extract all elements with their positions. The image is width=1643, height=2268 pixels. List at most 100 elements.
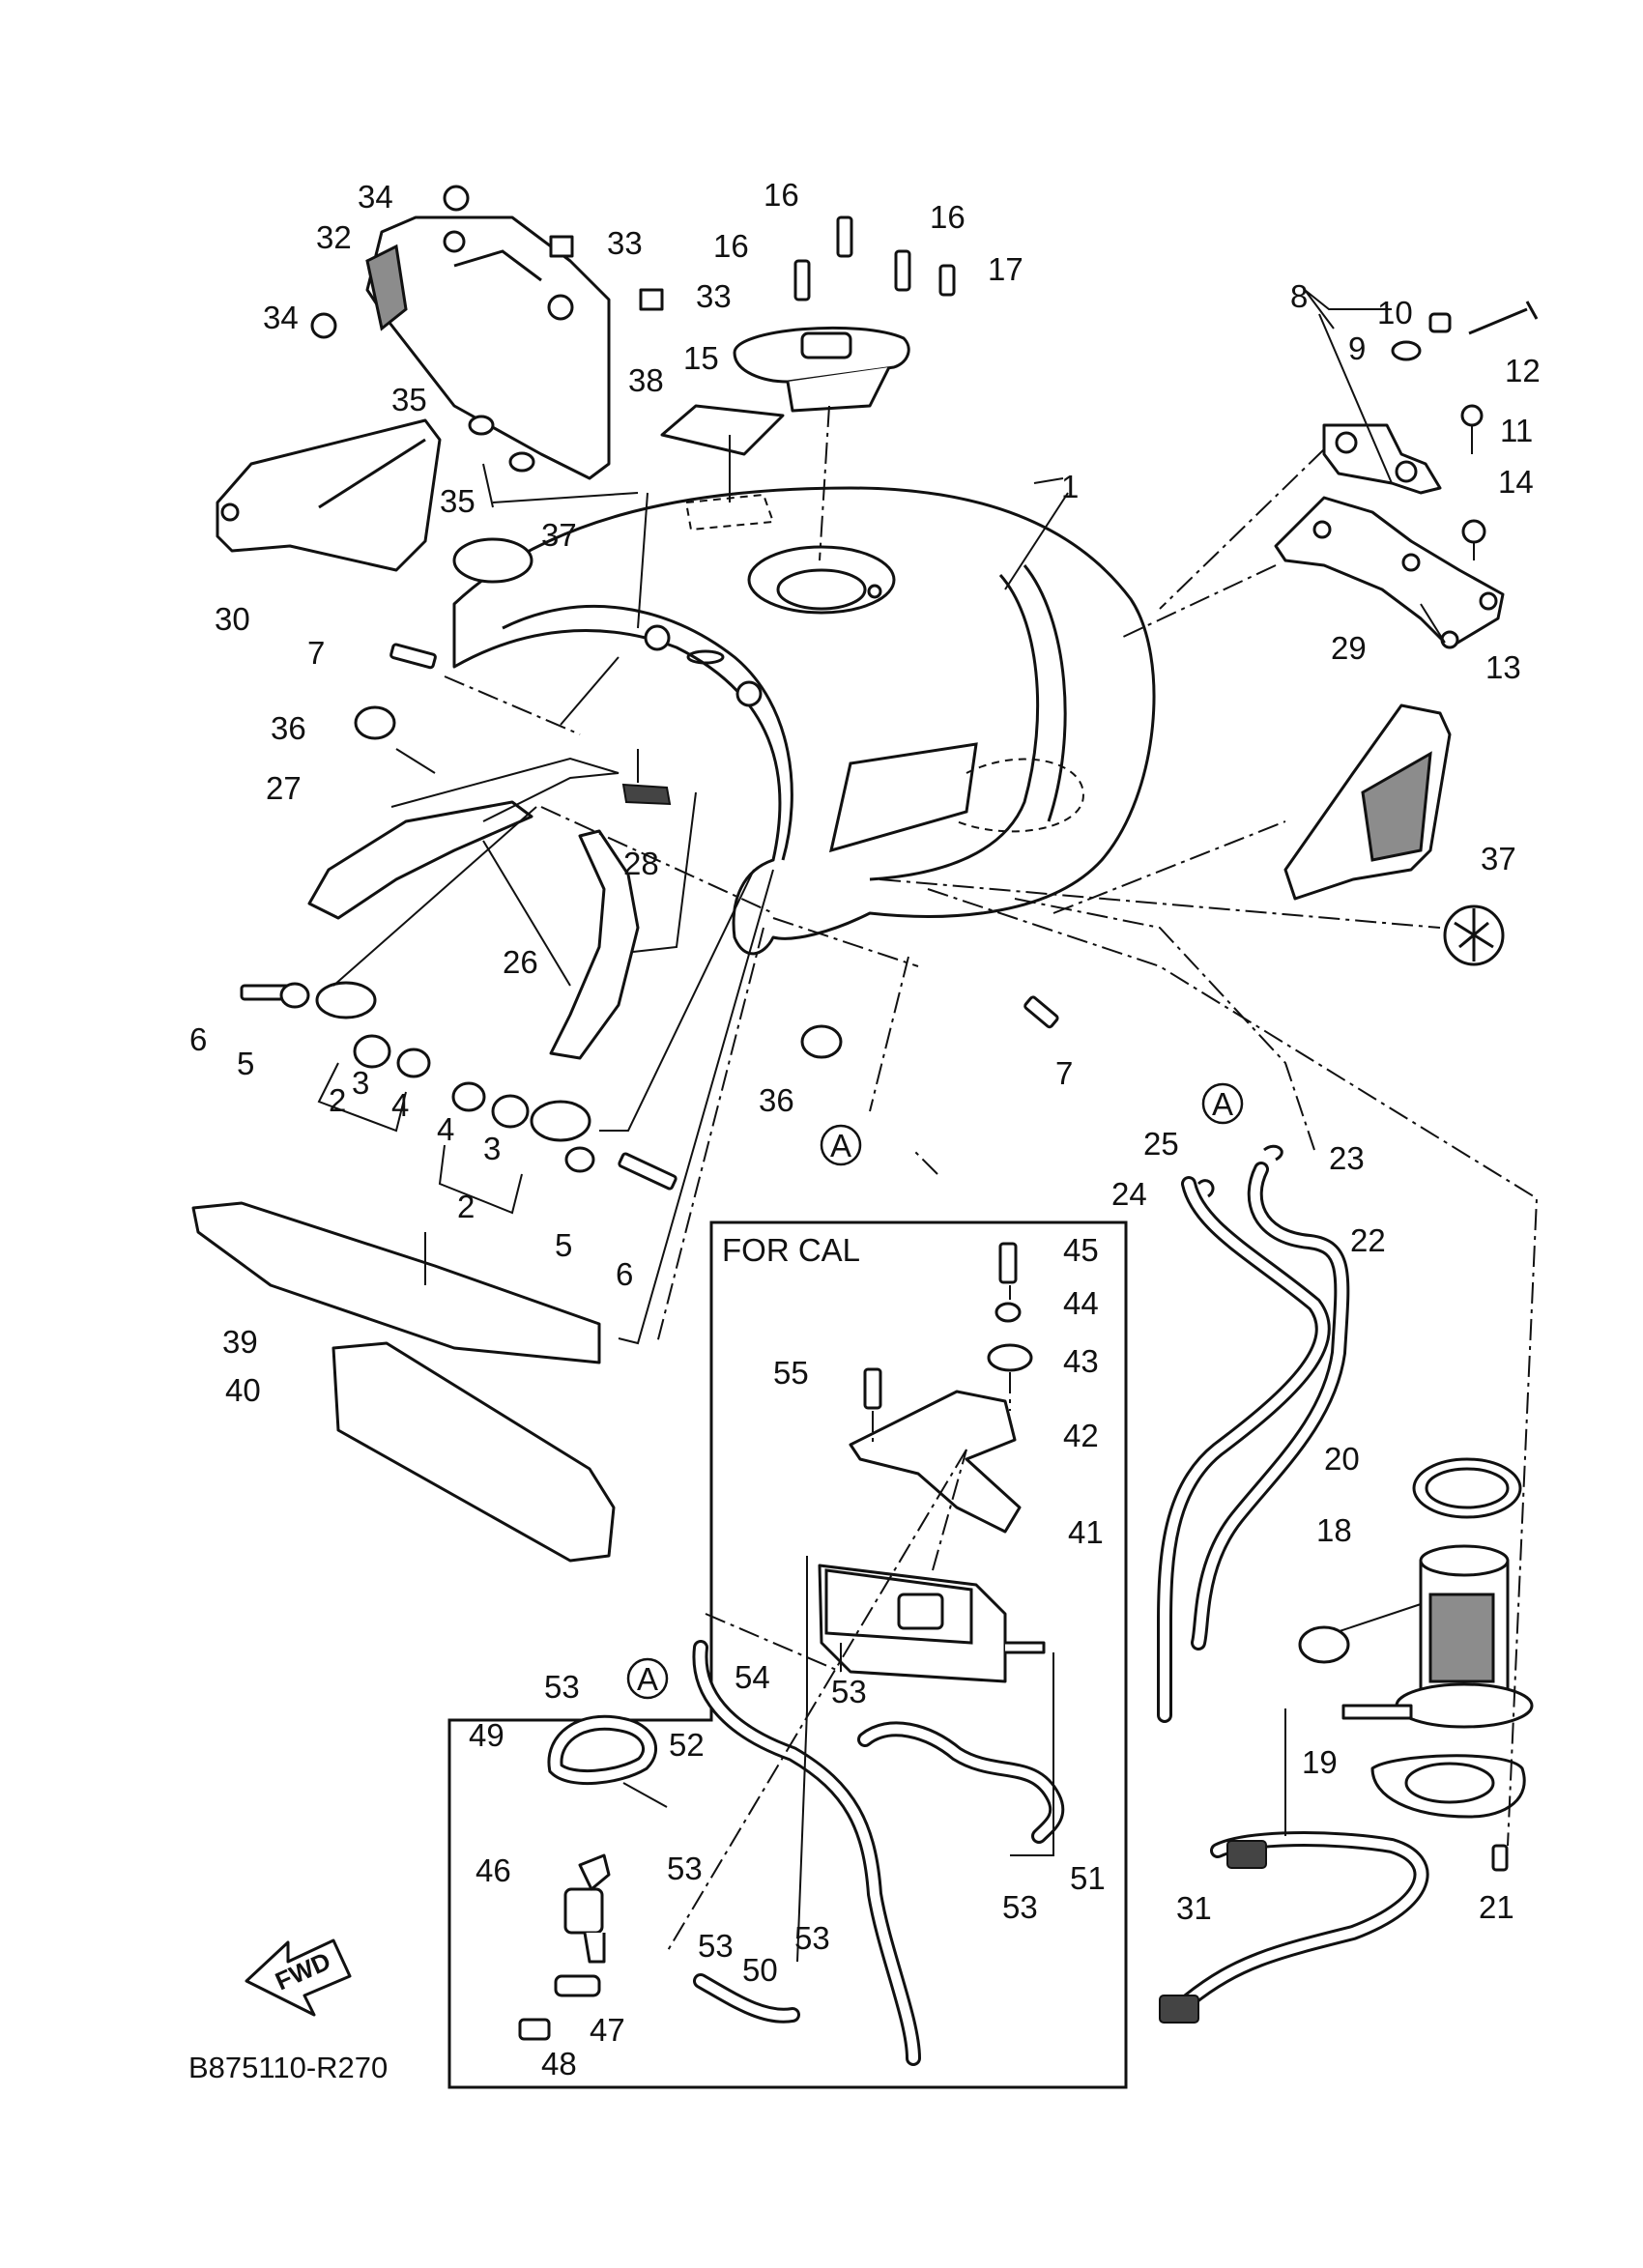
pad-39 <box>191 1201 601 1364</box>
callout-33b: 33 <box>696 278 732 314</box>
callout-42: 42 <box>1063 1418 1099 1453</box>
bolt-45 <box>998 1242 1018 1284</box>
callout-47: 47 <box>590 2012 625 2048</box>
callout-2b: 2 <box>457 1189 475 1224</box>
callout-3b: 3 <box>483 1131 501 1166</box>
callout-30: 30 <box>215 601 250 637</box>
fuel-pump <box>1298 1457 1534 1872</box>
callout-48: 48 <box>541 2046 577 2081</box>
callout-20: 20 <box>1324 1441 1360 1477</box>
callout-13: 13 <box>1485 649 1521 685</box>
callout-5a: 5 <box>237 1046 254 1081</box>
callout-19: 19 <box>1302 1744 1338 1780</box>
callout-37a: 37 <box>541 517 577 553</box>
grommet-43 <box>987 1343 1033 1372</box>
side-cover-right-shade <box>1361 751 1432 862</box>
callout-53a: 53 <box>544 1669 580 1705</box>
callout-41: 41 <box>1068 1514 1104 1550</box>
callout-4a: 4 <box>391 1087 409 1123</box>
callout-17: 17 <box>988 251 1023 287</box>
callout-54: 54 <box>735 1659 770 1695</box>
svg-text:A: A <box>1212 1086 1233 1122</box>
callout-25: 25 <box>1143 1126 1179 1162</box>
callout-16c: 16 <box>930 199 966 235</box>
callout-29: 29 <box>1331 630 1367 666</box>
callout-35a: 35 <box>391 382 427 417</box>
callout-36b: 36 <box>759 1082 794 1118</box>
callout-1: 1 <box>1061 469 1079 504</box>
mount-left <box>240 981 431 1078</box>
callout-7b: 7 <box>1055 1055 1073 1091</box>
callout-21: 21 <box>1479 1889 1514 1925</box>
screw-34b <box>310 312 337 339</box>
bolt-7a <box>389 643 437 670</box>
callout-15: 15 <box>683 340 719 376</box>
screw-34a <box>443 185 470 212</box>
callout-9: 9 <box>1348 330 1366 366</box>
reference-code: B875110-R270 <box>188 2051 388 2084</box>
callout-14: 14 <box>1498 464 1534 500</box>
callout-16a: 16 <box>764 177 799 213</box>
clip-33b <box>639 288 664 311</box>
inset-box-border <box>447 1220 1128 2089</box>
grommet-36a <box>354 705 396 740</box>
marker-a1: A <box>820 1124 862 1166</box>
pad-40 <box>331 1341 616 1563</box>
callout-8: 8 <box>1290 278 1308 314</box>
callout-46: 46 <box>476 1852 511 1888</box>
callout-34a: 34 <box>358 179 393 215</box>
callout-3a: 3 <box>352 1065 369 1101</box>
callout-37b: 37 <box>1481 841 1516 876</box>
callout-44: 44 <box>1063 1285 1099 1321</box>
connector-31b <box>1159 1995 1199 2024</box>
callout-53e: 53 <box>698 1928 734 1964</box>
callout-55: 55 <box>773 1355 809 1391</box>
clip-23 <box>1263 1144 1283 1162</box>
callout-11: 11 <box>1500 413 1533 448</box>
collar-44 <box>994 1302 1022 1323</box>
canister <box>818 1564 1046 1683</box>
callout-28: 28 <box>623 846 659 881</box>
callout-53c: 53 <box>667 1851 703 1886</box>
clip-25 <box>1196 1179 1215 1198</box>
callout-26: 26 <box>503 944 538 980</box>
pad-28 <box>621 783 672 806</box>
callout-27: 27 <box>266 770 302 806</box>
emblem-37b <box>1443 904 1505 966</box>
inset-box-title: FOR CAL <box>722 1232 860 1268</box>
callout-31: 31 <box>1176 1890 1212 1926</box>
callout-33a: 33 <box>607 225 643 261</box>
bolt-7b <box>1023 995 1059 1029</box>
svg-text:A: A <box>830 1128 851 1163</box>
hose-51 <box>857 1721 1065 1844</box>
callout-52: 52 <box>669 1727 705 1763</box>
callout-labels: 1 2 2 3 3 4 4 5 5 6 6 7 7 8 9 10 11 12 1… <box>189 177 1541 2081</box>
callout-2a: 2 <box>329 1082 346 1118</box>
callout-22: 22 <box>1350 1222 1386 1258</box>
clamp-47 <box>554 1974 601 1997</box>
leader-lines <box>317 289 1539 1963</box>
callout-34b: 34 <box>263 300 299 335</box>
grommet-36b <box>800 1024 843 1059</box>
callout-38: 38 <box>628 362 664 398</box>
bolt-48 <box>518 2018 551 2041</box>
callout-5b: 5 <box>555 1227 572 1263</box>
mount-right <box>451 1081 677 1191</box>
valve-46 <box>563 1853 611 1964</box>
callout-53d: 53 <box>1002 1889 1038 1925</box>
callout-50: 50 <box>742 1952 778 1988</box>
marker-a2: A <box>1201 1082 1244 1125</box>
connector-31a <box>1226 1840 1267 1869</box>
callout-6a: 6 <box>189 1021 207 1057</box>
callout-23: 23 <box>1329 1140 1365 1176</box>
callout-16b: 16 <box>713 228 749 264</box>
svg-text:A: A <box>637 1661 658 1697</box>
callout-36a: 36 <box>271 710 306 746</box>
callout-24: 24 <box>1111 1176 1147 1212</box>
fwd-arrow: FWD <box>245 1938 352 2017</box>
emblem-37a <box>452 537 533 584</box>
callout-40: 40 <box>225 1372 261 1408</box>
callout-35b: 35 <box>440 483 476 519</box>
callout-6b: 6 <box>616 1256 633 1292</box>
